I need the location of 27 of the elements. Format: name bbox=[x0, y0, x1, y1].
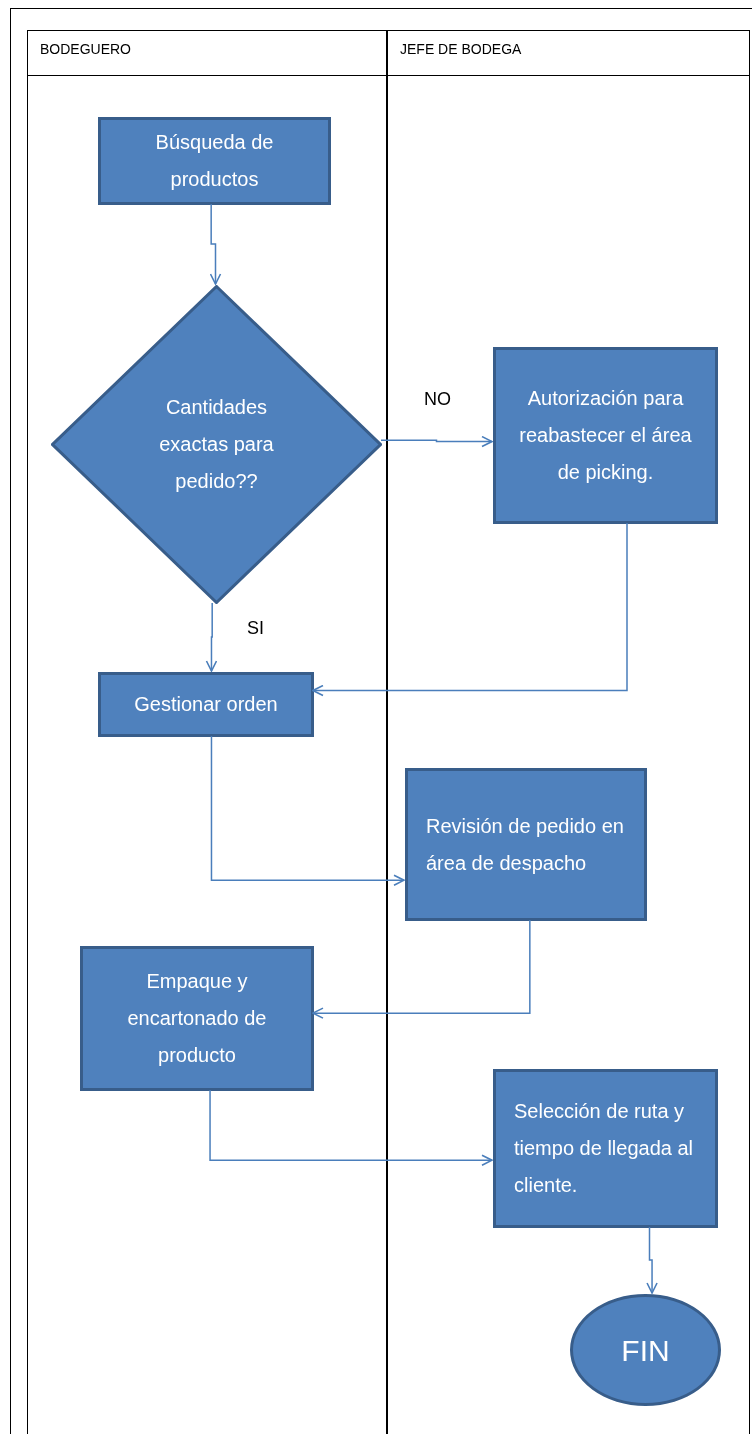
swimlane bbox=[27, 30, 387, 1434]
arrow bbox=[205, 602, 218, 672]
node-label: Autorización para reabastecer el área de picking. bbox=[519, 387, 692, 483]
node-label: Selección de ruta y tiempo de llegada al cliente. bbox=[514, 1100, 693, 1196]
arrow bbox=[646, 1226, 658, 1294]
arrow bbox=[209, 203, 222, 285]
arrow bbox=[312, 919, 531, 1019]
process-box bbox=[98, 117, 331, 205]
node-label: Búsqueda de productos bbox=[155, 131, 274, 190]
node-label: Cantidades exactas para pedido?? bbox=[159, 396, 274, 492]
decision-diamond bbox=[51, 285, 382, 604]
swimlane bbox=[387, 30, 750, 1434]
arrow bbox=[210, 735, 405, 886]
node-label: Revisión de pedido en área de despacho bbox=[426, 814, 624, 874]
node-label: JEFE DE BODEGA bbox=[400, 41, 522, 57]
process-box bbox=[493, 347, 718, 524]
arrow bbox=[380, 435, 493, 448]
process-box bbox=[493, 1069, 718, 1228]
arrow bbox=[209, 1089, 493, 1166]
node-label: FIN bbox=[621, 1332, 670, 1369]
process-box bbox=[80, 946, 314, 1091]
node-label: BODEGUERO bbox=[40, 41, 131, 57]
process-box bbox=[98, 672, 314, 737]
node-label: Empaque y encartonado de producto bbox=[127, 970, 267, 1066]
node-label: Gestionar orden bbox=[134, 693, 278, 715]
process-box bbox=[405, 768, 647, 921]
arrow bbox=[312, 522, 628, 697]
